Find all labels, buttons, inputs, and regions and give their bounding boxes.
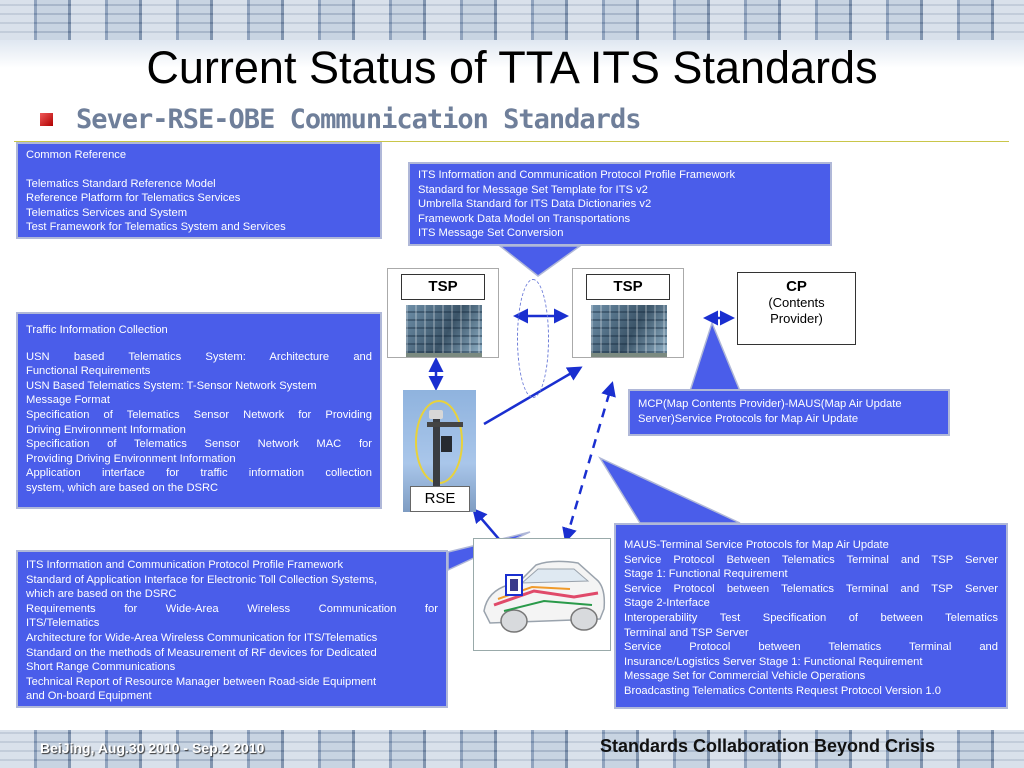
footer-slogan: Standards Collaboration Beyond Crisis: [600, 736, 936, 756]
box-line: ITS Message Set Conversion: [418, 227, 564, 240]
box-line: Service Protocol between Telematics Term…: [624, 641, 998, 654]
box-line: Specification of Telematics Sensor Netwo…: [26, 408, 372, 421]
box-line: ITS/Telematics: [26, 617, 100, 630]
box-line: Application interface for traffic inform…: [26, 467, 372, 480]
antenna-unit-icon: [441, 436, 452, 452]
box-line: Telematics Standard Reference Model: [26, 177, 216, 190]
box-line: Interoperability Test Specification of b…: [624, 611, 998, 624]
box-line: Requirements for Wide-Area Wireless Comm…: [26, 602, 438, 615]
traffic-info-box: Traffic Information Collection USN based…: [16, 312, 382, 509]
tsp-right-label: TSP: [586, 274, 670, 300]
box-line: Technical Report of Resource Manager bet…: [26, 675, 377, 688]
box-line: Functional Requirements: [26, 365, 151, 378]
box-line: Message Set for Commercial Vehicle Opera…: [624, 670, 866, 683]
box-line: MAUS-Terminal Service Protocols for Map …: [624, 539, 889, 551]
box-line: system, which are based on the DSRC: [26, 481, 219, 494]
box-title: Traffic Information Collection: [26, 324, 168, 336]
callout-pointer-maus: [598, 456, 741, 524]
common-reference-box: Common Reference Telematics Standard Ref…: [16, 142, 382, 239]
box-line: Insurance/Logistics Server Stage 1: Func…: [624, 655, 923, 668]
callout-pointer-mcp: [688, 320, 742, 392]
box-line: Broadcasting Telematics Contents Request…: [624, 684, 941, 697]
box-line: MCP(Map Contents Provider)-MAUS(Map Air …: [638, 398, 902, 410]
building-icon: [406, 305, 482, 357]
box-line: Umbrella Standard for ITS Data Dictionar…: [418, 198, 652, 211]
cp-line: Provider): [770, 311, 823, 326]
slide-subtitle: Sever-RSE-OBE Communication Standards: [76, 104, 641, 135]
building-icon: [591, 305, 667, 357]
link-car-tsp-wireless: [562, 381, 616, 543]
its-framework-box: ITS Information and Communication Protoc…: [408, 162, 832, 246]
footer-event: BeiJing, Aug.30 2010 - Sep.2 2010: [40, 740, 265, 756]
car-icon: [483, 560, 606, 633]
cp-title: CP: [786, 278, 807, 295]
box-line: Architecture for Wide-Area Wireless Comm…: [26, 631, 378, 644]
rse-label: RSE: [410, 486, 470, 512]
box-line: Test Framework for Telematics System and…: [26, 221, 286, 234]
slide-title: Current Status of TTA ITS Standards: [146, 42, 878, 93]
box-line: Providing Driving Environment Informatio…: [26, 452, 236, 465]
box-line: Stage 1: Functional Requirement: [624, 568, 788, 581]
box-line: USN Based Telematics System: T-Sensor Ne…: [26, 379, 317, 392]
box-line: USN based Telematics System: Architectur…: [26, 350, 372, 363]
protocol-ellipse: [517, 279, 549, 398]
box-line: Terminal and TSP Server: [624, 626, 749, 639]
box-line: Service Protocol Between Telematics Term…: [624, 553, 998, 566]
tsp-left-label: TSP: [401, 274, 485, 300]
box-line: Message Format: [26, 394, 110, 407]
maus-box: MAUS-Terminal Service Protocols for Map …: [614, 523, 1008, 709]
box-line: Service Protocol between Telematics Term…: [624, 582, 998, 595]
callout-pointer-its-framework: [497, 245, 583, 277]
box-line: Driving Environment Information: [26, 423, 186, 436]
box-line: Reference Platform for Telematics Servic…: [26, 192, 241, 205]
its-communication-box: ITS Information and Communication Protoc…: [16, 550, 448, 708]
mcp-box: MCP(Map Contents Provider)-MAUS(Map Air …: [628, 389, 950, 436]
header-fade: [0, 40, 1024, 68]
box-line: ITS Information and Communication Protoc…: [26, 559, 344, 571]
box-line: and On-board Equipment: [26, 690, 152, 703]
box-line: Stage 2-Interface: [624, 597, 710, 610]
box-line: Standard for Message Set Template for IT…: [418, 183, 648, 196]
vehicle-node: [473, 538, 611, 651]
box-line: Standard of Application Interface for El…: [26, 573, 378, 586]
bullet-icon: [40, 113, 53, 126]
box-line: Framework Data Model on Transportations: [418, 212, 631, 225]
box-line: ITS Information and Communication Protoc…: [418, 169, 736, 181]
cp-line: (Contents: [768, 295, 825, 310]
box-title: Common Reference: [26, 149, 127, 161]
box-line: Server)Service Protocols for Map Air Upd…: [638, 412, 859, 425]
box-line: Short Range Communications: [26, 661, 176, 674]
footer-banner: [0, 730, 1024, 768]
box-line: Standard on the methods of Measurement o…: [26, 646, 377, 659]
box-line: Telematics Services and System: [26, 206, 188, 219]
pole-arm: [427, 422, 463, 427]
header-banner: [0, 0, 1024, 40]
contents-provider-node: CP (Contents Provider): [737, 272, 856, 345]
camera-icon: [429, 410, 443, 419]
box-line: Specification of Telematics Sensor Netwo…: [26, 438, 372, 451]
pole-icon: [433, 410, 440, 512]
box-line: which are based on the DSRC: [26, 588, 177, 601]
